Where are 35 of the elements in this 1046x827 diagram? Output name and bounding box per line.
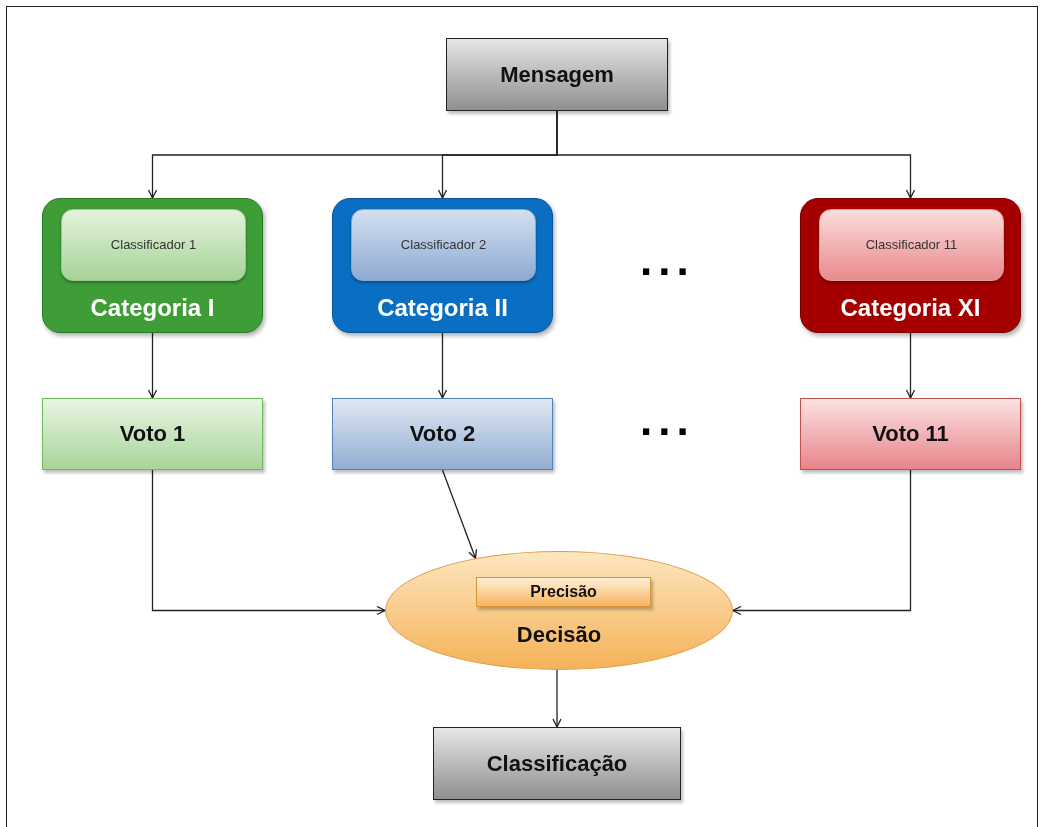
node-label: Voto 1 bbox=[119, 421, 186, 447]
arrow bbox=[905, 332, 916, 399]
classifier-box bbox=[351, 209, 536, 281]
arrow bbox=[556, 110, 916, 199]
process-box bbox=[433, 727, 681, 800]
category-panel bbox=[800, 198, 1021, 333]
process-box bbox=[446, 38, 668, 111]
arrow bbox=[437, 332, 448, 399]
node-label: Categoria II bbox=[377, 294, 508, 322]
arrow bbox=[151, 469, 386, 616]
arrow bbox=[441, 469, 478, 559]
category-panel bbox=[332, 198, 553, 333]
arrow bbox=[552, 669, 562, 728]
node-label: Categoria XI bbox=[840, 294, 981, 322]
node-label: Voto 11 bbox=[872, 421, 949, 447]
ellipsis-label: ... bbox=[640, 238, 695, 282]
node-label: Classificador 2 bbox=[400, 237, 487, 253]
arrow bbox=[147, 332, 158, 399]
node-label: Mensagem bbox=[500, 61, 614, 88]
ellipsis-label: ... bbox=[640, 398, 695, 442]
process-box bbox=[476, 577, 651, 607]
node-label: Classificador 1 bbox=[110, 237, 197, 253]
node-label: Categoria I bbox=[90, 294, 215, 322]
classifier-box bbox=[819, 209, 1004, 281]
category-panel bbox=[42, 198, 263, 333]
node-label: Voto 2 bbox=[409, 421, 476, 447]
arrow bbox=[732, 469, 912, 616]
node-label: Decisão bbox=[516, 621, 602, 647]
classifier-box bbox=[61, 209, 246, 281]
process-box bbox=[42, 398, 263, 470]
node-label: Precisão bbox=[530, 582, 597, 602]
node-label: Classificação bbox=[486, 750, 628, 777]
process-box bbox=[800, 398, 1021, 470]
node-label: Classificador 11 bbox=[865, 237, 958, 253]
process-box bbox=[332, 398, 553, 470]
